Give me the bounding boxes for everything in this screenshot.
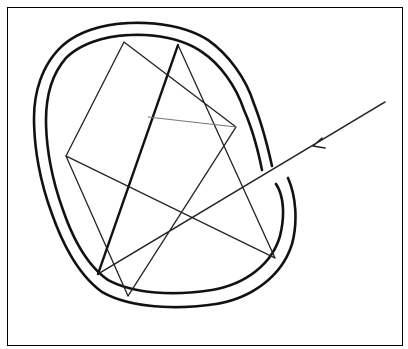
reflected-ray bbox=[66, 156, 275, 258]
incoming-ray bbox=[98, 102, 385, 274]
enclosure-outer-wall bbox=[34, 23, 295, 307]
reflected-ray bbox=[98, 45, 178, 274]
reflected-ray bbox=[148, 117, 236, 127]
reflected-ray bbox=[128, 127, 236, 296]
reflected-ray bbox=[66, 156, 128, 296]
reflected-ray bbox=[66, 42, 124, 156]
reflected-ray bbox=[124, 42, 236, 127]
